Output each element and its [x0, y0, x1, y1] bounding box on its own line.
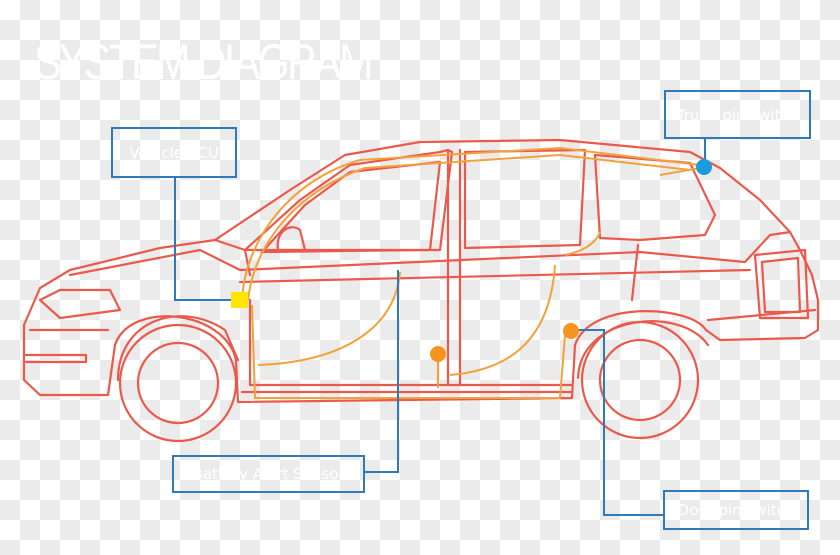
wiring — [241, 146, 701, 399]
vehicle-ecu-text: Vehicle ECU — [129, 143, 219, 162]
door-pin-switch-marker — [563, 323, 579, 339]
battery-alert-sensor-label: Battery Alert Sensor — [172, 455, 365, 493]
vehicle-ecu-label: Vehicle ECU — [111, 127, 237, 178]
battery-alert-sensor-marker — [430, 346, 446, 362]
vehicle-ecu-marker — [231, 292, 248, 308]
door-pin-switch-text: Door pin switch — [677, 501, 795, 519]
car-outline — [22, 138, 820, 443]
trunk-pin-switch-text: Trunk pin switch — [676, 105, 799, 124]
diagram-title: SYSTEM DIAGRAM — [34, 34, 373, 90]
battery-alert-sensor-text: Battery Alert Sensor — [192, 465, 345, 483]
door-pin-switch-label: Door pin switch — [663, 490, 809, 530]
trunk-pin-switch-marker — [696, 159, 712, 175]
trunk-pin-switch-label: Trunk pin switch — [664, 90, 811, 139]
